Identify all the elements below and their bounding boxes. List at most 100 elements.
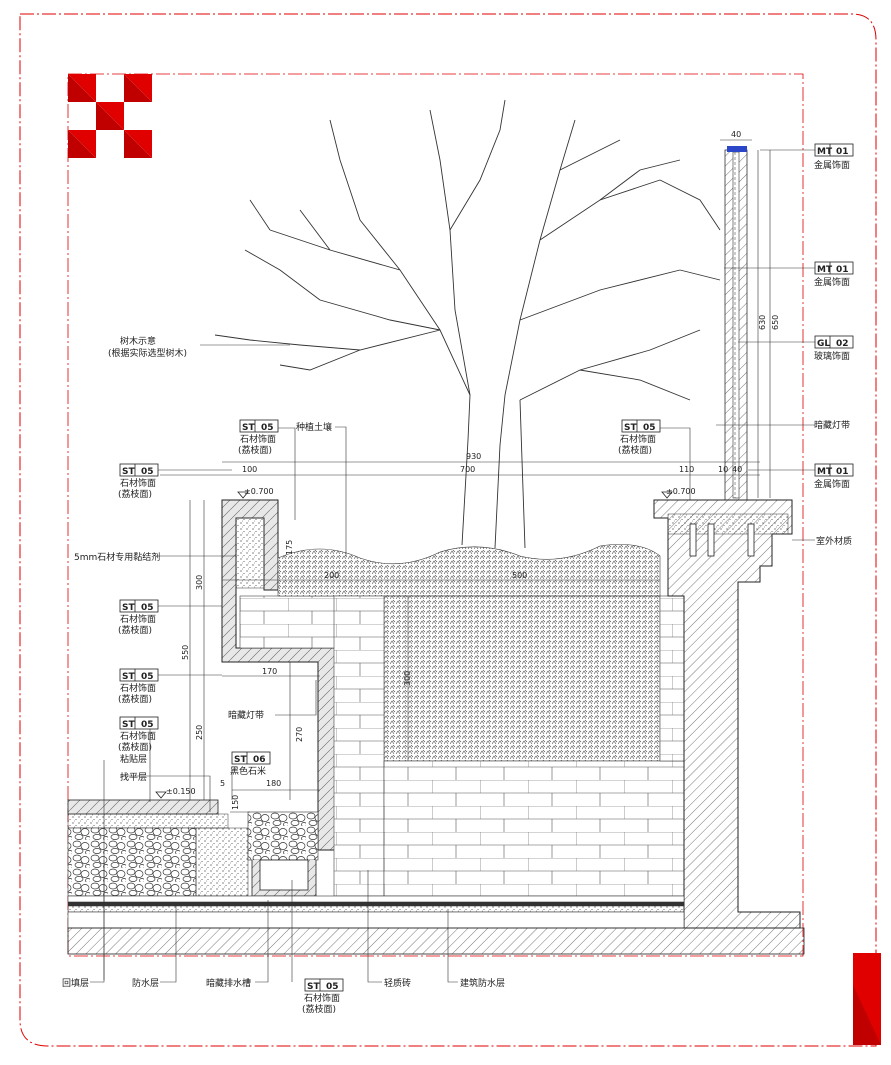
tag-gl02-text: 玻璃饰面 xyxy=(814,350,850,362)
tag-st05-l2-line2: (荔枝面) xyxy=(118,624,152,636)
tag-st05-l3-num: 05 xyxy=(141,672,154,682)
tag-st05-tl-num: 05 xyxy=(261,423,274,433)
tag-st05-l1-num: 05 xyxy=(141,467,154,477)
drainage-channel xyxy=(247,811,319,897)
tag-mt01-c-num: 01 xyxy=(836,467,849,477)
label-waterproof: 防水层 xyxy=(132,977,159,989)
tag-st05-tr-code: ST xyxy=(624,423,637,433)
tag-st05-l1-code: ST xyxy=(122,467,135,477)
tag-st05-bottom-line1: 石材饰面 xyxy=(304,992,340,1004)
tag-st05-l2-code: ST xyxy=(122,603,135,613)
dim-40b: 40 xyxy=(732,465,742,474)
label-arch-waterproof: 建筑防水层 xyxy=(460,977,505,989)
tag-st06-text: 黑色石米 xyxy=(230,765,266,777)
planting-soil xyxy=(277,544,661,597)
label-leveling: 找平层 xyxy=(120,771,147,783)
tag-st05-bottom-num: 05 xyxy=(326,982,339,992)
dim-300a: 300 xyxy=(195,575,204,590)
dim-300b: 300 xyxy=(403,671,412,686)
light-brick-masonry xyxy=(333,595,385,897)
tag-st05-l2-num: 05 xyxy=(141,603,154,613)
inner-frame xyxy=(67,73,804,957)
tag-st05-tl-line1: 石材饰面 xyxy=(240,433,276,445)
dim-175: 175 xyxy=(285,540,294,555)
dim-150: 150 xyxy=(231,795,240,810)
dim-200: 200 xyxy=(324,571,339,580)
dim-170: 170 xyxy=(262,667,277,676)
tag-mt01-b-num: 01 xyxy=(836,265,849,275)
label-drain: 暗藏排水槽 xyxy=(206,977,251,989)
elevation-right: ±0.700 xyxy=(666,487,696,496)
elevation-left: ±0.700 xyxy=(244,487,274,496)
tag-st05-l4-line2: (荔枝面) xyxy=(118,741,152,753)
tag-st05-l2-line1: 石材饰面 xyxy=(120,613,156,625)
logo-mark xyxy=(68,74,152,158)
outer-frame xyxy=(19,13,877,1047)
tag-mt01-b-code: MT xyxy=(817,265,833,275)
tag-st05-l3-line2: (荔枝面) xyxy=(118,693,152,705)
tag-mt01-b-text: 金属饰面 xyxy=(814,276,850,288)
dim-100: 100 xyxy=(242,465,257,474)
tag-gl02-code: GL xyxy=(817,339,830,349)
dim-5: 5 xyxy=(220,779,225,788)
tag-mt01-a-code: MT xyxy=(817,147,833,157)
tag-gl02-num: 02 xyxy=(836,339,849,349)
tag-st05-tr-line2: (荔枝面) xyxy=(618,444,652,456)
dim-10: 10 xyxy=(718,465,728,474)
material-tags xyxy=(119,143,854,992)
label-hidden-light-right: 暗藏灯带 xyxy=(814,419,850,431)
label-tree-1: 树木示意 xyxy=(120,335,156,347)
label-hidden-light-left: 暗藏灯带 xyxy=(228,709,264,721)
tag-st05-l1-line1: 石材饰面 xyxy=(120,477,156,489)
tag-st06-code: ST xyxy=(234,755,247,765)
tree-illustration xyxy=(214,99,721,549)
tag-st05-tr-line1: 石材饰面 xyxy=(620,433,656,445)
label-light-brick: 轻质砖 xyxy=(384,977,411,989)
tag-st05-bottom-line2: (荔枝面) xyxy=(302,1003,336,1015)
tag-st05-l4-num: 05 xyxy=(141,720,154,730)
tag-mt01-c-code: MT xyxy=(817,467,833,477)
tag-mt01-c-text: 金属饰面 xyxy=(814,478,850,490)
tag-st05-l4-code: ST xyxy=(122,720,135,730)
dim-700: 700 xyxy=(460,465,475,474)
tag-mt01-a-text: 金属饰面 xyxy=(814,159,850,171)
dim-630: 630 xyxy=(758,315,767,330)
label-tree-2: (根据实际选型树木) xyxy=(108,347,187,359)
elevation-ground: ±0.150 xyxy=(166,787,196,796)
tag-st06-num: 06 xyxy=(253,755,266,765)
ground-left xyxy=(67,799,249,897)
base-layers xyxy=(67,895,805,955)
dim-40: 40 xyxy=(731,130,741,139)
dim-930: 930 xyxy=(466,452,481,461)
tag-st05-l3-code: ST xyxy=(122,672,135,682)
label-soil: 种植土壤 xyxy=(296,421,332,433)
dim-270: 270 xyxy=(295,727,304,742)
leader-lines xyxy=(90,149,815,983)
tag-st05-tr-num: 05 xyxy=(643,423,656,433)
dim-500: 500 xyxy=(512,571,527,580)
dim-250: 250 xyxy=(195,725,204,740)
tag-st05-l4-line1: 石材饰面 xyxy=(120,730,156,742)
label-exterior: 室外材质 xyxy=(816,535,852,547)
planter-right-wall xyxy=(653,499,801,929)
label-backfill: 回填层 xyxy=(62,977,89,989)
dim-650: 650 xyxy=(771,315,780,330)
dim-180: 180 xyxy=(266,779,281,788)
tag-mt01-a-num: 01 xyxy=(836,147,849,157)
tag-st05-l1-line2: (荔枝面) xyxy=(118,488,152,500)
elevation-marks xyxy=(155,491,673,799)
tag-st05-tl-code: ST xyxy=(242,423,255,433)
tag-st05-bottom-code: ST xyxy=(307,982,320,992)
corner-mark xyxy=(853,953,881,1045)
tag-st05-l3-line1: 石材饰面 xyxy=(120,682,156,694)
dim-110: 110 xyxy=(679,465,694,474)
tag-st05-tl-line2: (荔枝面) xyxy=(238,444,272,456)
dimension-lines xyxy=(160,139,771,800)
label-bond-layer: 粘贴层 xyxy=(120,753,147,765)
soil-core xyxy=(383,595,661,762)
glass-railing xyxy=(724,146,748,501)
dim-550: 550 xyxy=(181,645,190,660)
label-adhesive: 5mm石材专用黏结剂 xyxy=(74,551,160,563)
